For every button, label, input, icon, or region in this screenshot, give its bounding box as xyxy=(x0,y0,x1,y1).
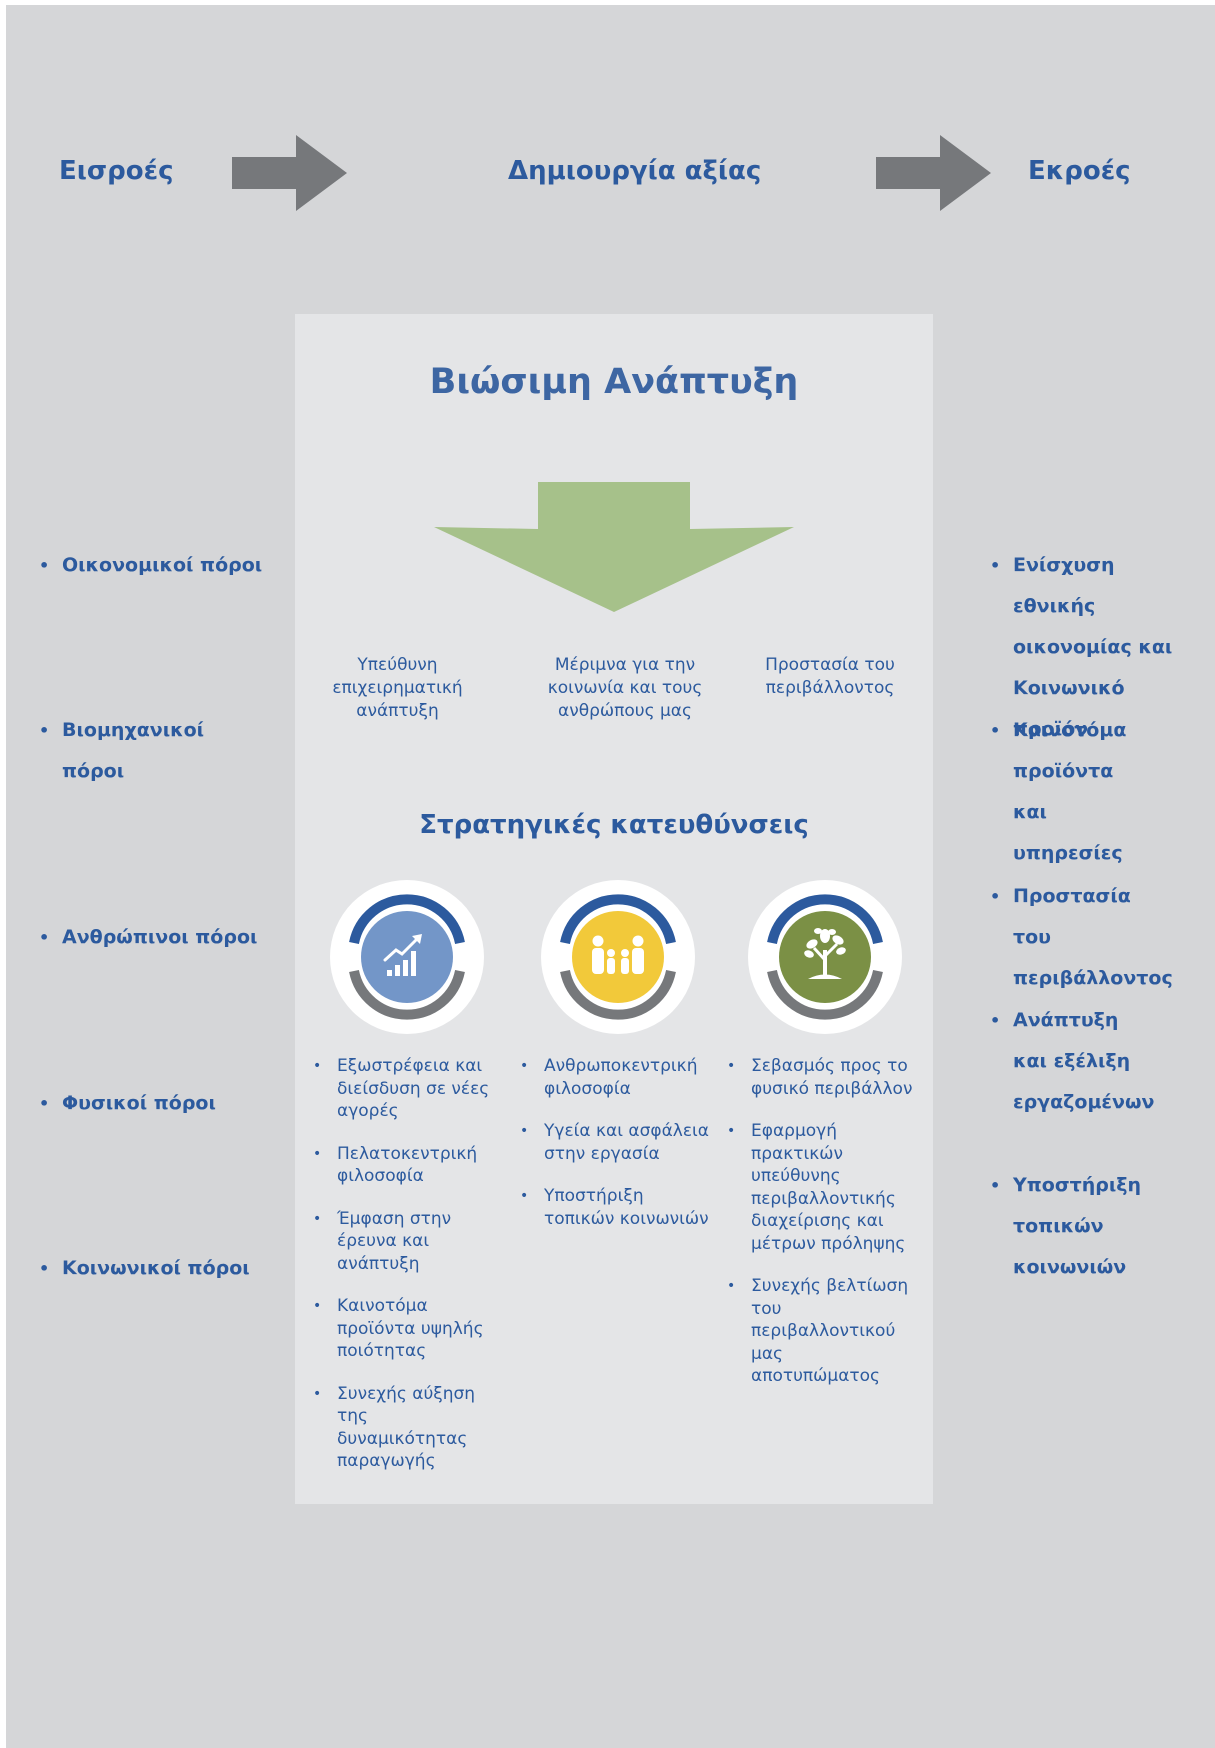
strategy-list-environment: • Σεβασμός προς το φυσικό περιβάλλον • Εφα… xyxy=(727,1055,917,1408)
input-item-text: Οικονομικοί πόροι xyxy=(62,554,263,576)
strategy-item-text: Πελατοκεντρική φιλοσοφία xyxy=(337,1143,478,1187)
bullet: • xyxy=(520,1123,529,1139)
bullet: • xyxy=(39,928,50,947)
input-item-text: Ανθρώπινοι πόροι xyxy=(62,926,258,948)
down-arrow-icon xyxy=(434,482,794,612)
pillar-text: Υπεύθυνη επιχειρηματική ανάπτυξη xyxy=(332,655,463,721)
inputs-header: Εισροές xyxy=(59,156,174,186)
strategy-item-text: Υγεία και ασφάλεια στην εργασία xyxy=(544,1121,709,1164)
input-item-text: Κοινωνικοί πόροι xyxy=(62,1257,250,1279)
outputs-header: Εκροές xyxy=(1028,156,1131,186)
strategy-item-text: Καινοτόμα προϊόντα υψηλής ποιότητας xyxy=(337,1296,484,1361)
bullet: • xyxy=(990,1011,1001,1030)
list-item: • Υγεία και ασφάλεια στην εργασία xyxy=(520,1120,710,1165)
right-arrow-icon xyxy=(876,135,991,211)
strategy-item-text: Συνεχής βελτίωση του περιβαλλοντικού μας… xyxy=(751,1276,909,1386)
bullet: • xyxy=(313,1210,322,1227)
pillar-text: Προστασία του περιβάλλοντος xyxy=(765,655,895,698)
list-item: • Οικονομικοί πόροι xyxy=(39,545,279,586)
tree-plant-icon xyxy=(748,880,902,1034)
strategy-item-text: Συνεχής αύξηση της δυναμικότητας παραγωγ… xyxy=(337,1383,476,1472)
family-people-icon xyxy=(541,880,695,1034)
input-item-text: Φυσικοί πόροι xyxy=(62,1092,216,1114)
value-creation-header: Δημιουργία αξίας xyxy=(508,156,762,186)
bullet: • xyxy=(520,1188,529,1204)
bullet: • xyxy=(39,556,50,575)
bullet: • xyxy=(990,887,1001,906)
bullet: • xyxy=(313,1298,322,1314)
bullet: • xyxy=(39,1259,50,1278)
sustainable-development-panel: Βιώσιμη Ανάπτυξη Υπεύθυνη επιχειρηματική… xyxy=(295,314,933,1504)
right-arrow-icon xyxy=(232,135,347,211)
strategy-item-text: Εξωστρέφεια και διείσδυση σε νέες αγορές xyxy=(337,1056,490,1121)
list-item: • Προστασία του περιβάλλοντος xyxy=(990,876,1173,999)
strategy-list-people: • Ανθρωποκεντρική φιλοσοφία • Υγεία και ασ… xyxy=(520,1055,710,1250)
list-item: • Υποστήριξη τοπικών κοινωνιών xyxy=(520,1185,710,1230)
bullet: • xyxy=(990,721,1001,740)
diagram-canvas: Εισροές Δημιουργία αξίας Εκροές • Οικονομ… xyxy=(6,5,1215,1748)
list-item: • Σεβασμός προς το φυσικό περιβάλλον xyxy=(727,1055,917,1100)
list-item: • Πελατοκεντρική φιλοσοφία xyxy=(313,1143,503,1188)
list-item: • Ενίσχυση εθνικής οικονομίας και Κοινωνι… xyxy=(990,545,1200,750)
growth-chart-icon xyxy=(330,880,484,1034)
strategy-item-text: Έμφαση στην έρευνα και ανάπτυξη xyxy=(337,1208,452,1274)
output-item-text: Ενίσχυση εθνικής οικονομίας και Κοινωνικ… xyxy=(1013,554,1173,740)
output-item-text: Υποστήριξη τοπικών κοινωνιών xyxy=(1013,1174,1142,1278)
sustainable-development-title: Βιώσιμη Ανάπτυξη xyxy=(429,362,799,402)
strategic-directions-title: Στρατηγικές κατευθύνσεις xyxy=(419,810,809,840)
strategy-list-business: • Εξωστρέφεια και διείσδυση σε νέες αγορέ… xyxy=(313,1055,503,1493)
list-item: • Καινοτόμα προϊόντα και υπηρεσίες xyxy=(990,710,1140,874)
strategy-item-text: Ανθρωποκεντρική φιλοσοφία xyxy=(544,1056,698,1099)
input-item-text: Βιομηχανικοί πόροι xyxy=(62,719,205,782)
output-item-text: Προστασία του περιβάλλοντος xyxy=(1013,885,1173,989)
bullet: • xyxy=(39,1094,50,1113)
bullet: • xyxy=(727,1058,736,1074)
list-item: • Εξωστρέφεια και διείσδυση σε νέες αγορέ… xyxy=(313,1055,503,1123)
list-item: • Καινοτόμα προϊόντα υψηλής ποιότητας xyxy=(313,1295,503,1363)
bullet: • xyxy=(727,1278,736,1294)
bullet: • xyxy=(39,721,50,740)
list-item: • Έμφαση στην έρευνα και ανάπτυξη xyxy=(313,1208,503,1276)
pillar-text: Μέριμνα για την κοινωνία και τους ανθρώπ… xyxy=(547,655,703,721)
list-item: • Συνεχής αύξηση της δυναμικότητας παραγω… xyxy=(313,1383,503,1473)
strategy-item-text: Εφαρμογή πρακτικών υπεύθυνης περιβαλλοντ… xyxy=(751,1121,906,1254)
list-item: • Ανθρωποκεντρική φιλοσοφία xyxy=(520,1055,710,1100)
bullet: • xyxy=(520,1058,529,1074)
list-item: • Εφαρμογή πρακτικών υπεύθυνης περιβαλλον… xyxy=(727,1120,917,1255)
list-item: • Ανθρώπινοι πόροι xyxy=(39,917,279,958)
bullet: • xyxy=(313,1385,322,1402)
list-item: • Συνεχής βελτίωση του περιβαλλοντικού μα… xyxy=(727,1275,917,1388)
list-item: • Ανάπτυξη και εξέλιξη εργαζομένων xyxy=(990,1000,1155,1123)
output-item-text: Καινοτόμα προϊόντα και υπηρεσίες xyxy=(1013,719,1127,864)
list-item: • Κοινωνικοί πόροι xyxy=(39,1248,279,1289)
list-item: • Βιομηχανικοί πόροι xyxy=(39,710,219,792)
bullet: • xyxy=(313,1145,322,1162)
bullet: • xyxy=(727,1123,736,1139)
bullet: • xyxy=(990,1176,1001,1195)
strategy-item-text: Σεβασμός προς το φυσικό περιβάλλον xyxy=(751,1056,913,1099)
list-item: • Φυσικοί πόροι xyxy=(39,1083,279,1124)
strategy-item-text: Υποστήριξη τοπικών κοινωνιών xyxy=(544,1186,709,1229)
bullet: • xyxy=(313,1058,322,1074)
bullet: • xyxy=(990,556,1001,575)
list-item: • Υποστήριξη τοπικών κοινωνιών xyxy=(990,1165,1142,1288)
output-item-text: Ανάπτυξη και εξέλιξη εργαζομένων xyxy=(1013,1009,1155,1113)
